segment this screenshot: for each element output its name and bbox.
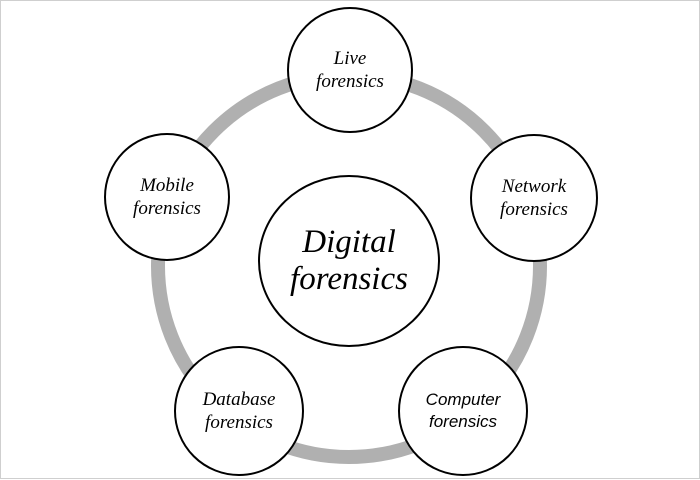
node-mobile-forensics: Mobile forensics — [104, 133, 230, 261]
node-live-forensics: Live forensics — [287, 7, 413, 133]
node-computer-forensics: Computer forensics — [398, 346, 528, 476]
center-line2: forensics — [290, 261, 408, 297]
center-line1: Digital — [302, 224, 396, 260]
node-database-forensics: Database forensics — [174, 346, 304, 476]
node-network-line1: Network — [501, 176, 567, 197]
node-live-line1: Live — [333, 48, 367, 69]
node-network-line2: forensics — [500, 199, 568, 220]
node-computer-line2: forensics — [428, 412, 498, 431]
center-node-digital-forensics: Digital forensics — [258, 175, 440, 347]
node-live-line2: forensics — [316, 71, 384, 92]
node-database-line2: forensics — [205, 412, 273, 433]
node-network-forensics: Network forensics — [470, 134, 598, 262]
node-mobile-line2: forensics — [133, 198, 201, 219]
node-database-line1: Database — [202, 389, 276, 410]
node-computer-line1: Computer — [425, 390, 501, 409]
node-mobile-line1: Mobile — [140, 175, 194, 196]
